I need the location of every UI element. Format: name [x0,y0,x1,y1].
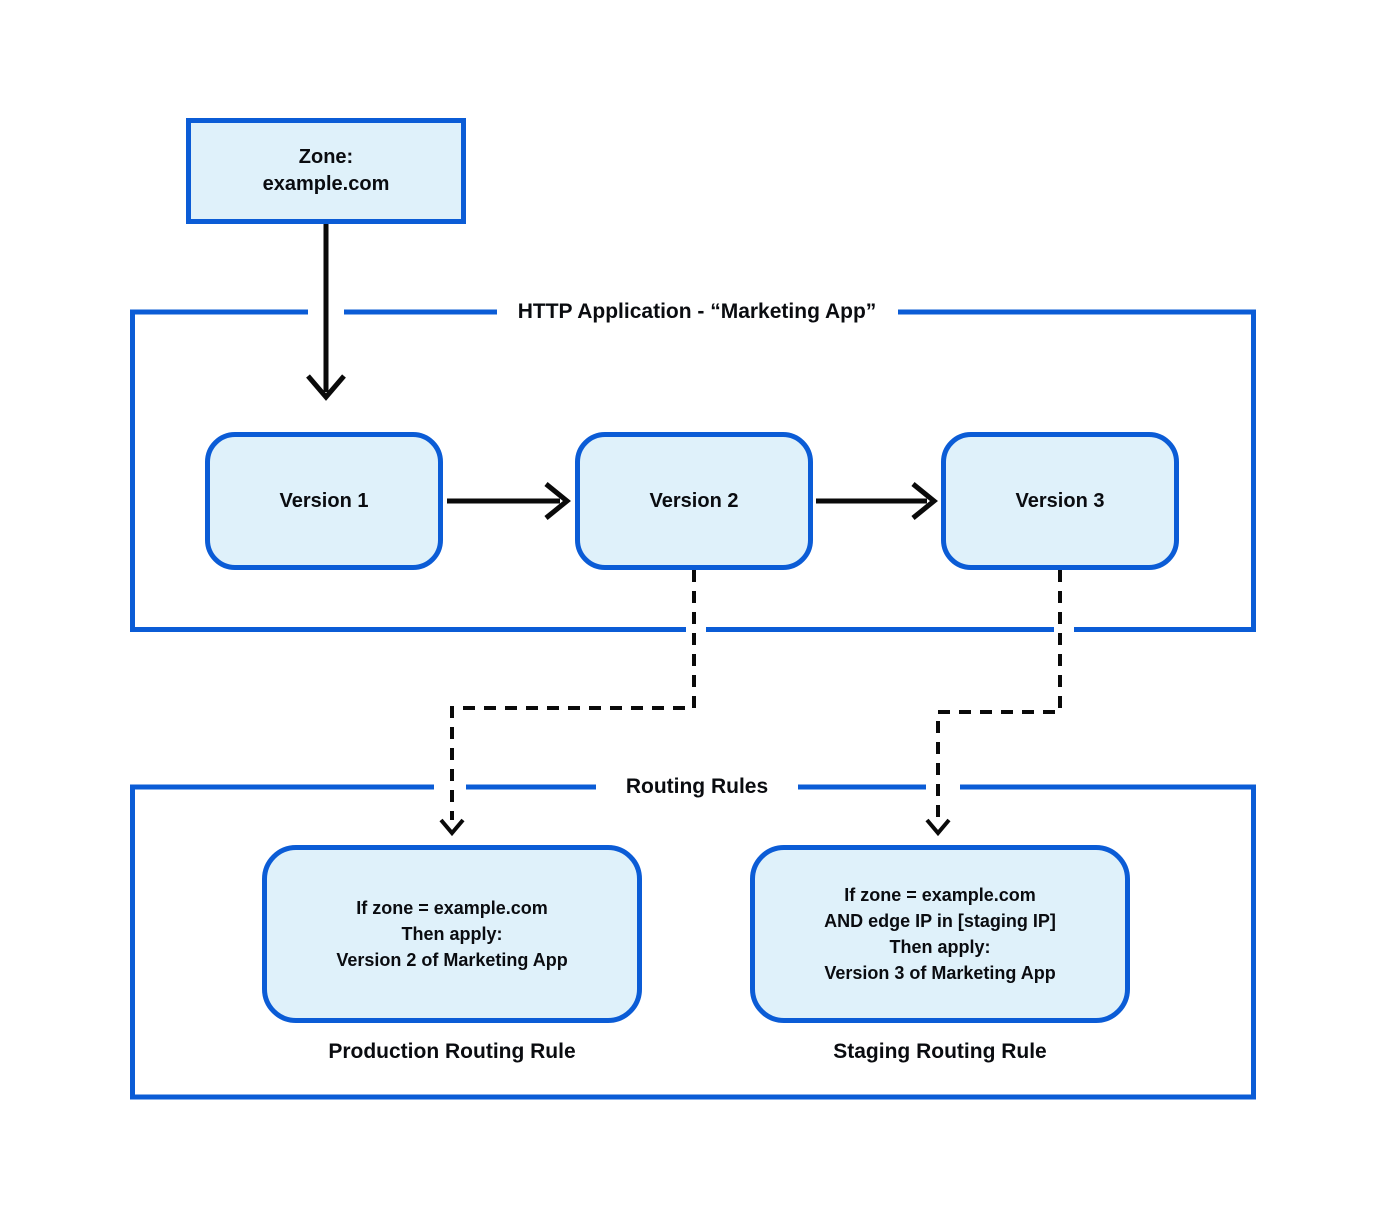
zone-box-line1: Zone: [298,146,354,168]
dashed-arrow-v2-to-production-rule [439,570,696,837]
production-rule-line3: Version 2 of Marketing App [336,950,568,970]
production-rule-box: If zone = example.com Then apply: Versio… [262,845,642,1023]
routing-rules-title: Routing Rules [625,775,769,798]
arrow-zone-to-app [306,224,346,401]
staging-rule-line1: If zone = example.com [844,885,1036,905]
arrow-v2-to-v3 [816,482,938,520]
routing-rules-container-outline [130,784,1256,1100]
staging-rule-box: If zone = example.com AND edge IP in [st… [750,845,1130,1023]
production-rule-line1: If zone = example.com [356,898,548,918]
zone-box: Zone: example.com [186,118,466,224]
staging-rule-line4: Version 3 of Marketing App [824,963,1056,983]
version-2-label: Version 2 [649,489,739,512]
staging-rule-caption: Staging Routing Rule [833,1040,1047,1063]
staging-rule-line3: Then apply: [889,937,991,957]
http-application-container-outline [130,309,1256,632]
version-1-box: Version 1 [205,432,443,570]
zone-box-line2: example.com [262,173,390,195]
production-rule-caption: Production Routing Rule [328,1040,576,1063]
version-3-box: Version 3 [941,432,1179,570]
http-application-title: HTTP Application - “Marketing App” [517,300,877,323]
staging-rule-line2: AND edge IP in [staging IP] [824,911,1056,931]
version-1-label: Version 1 [279,489,369,512]
arrow-v1-to-v2 [447,482,571,520]
dashed-arrow-v3-to-staging-rule [925,570,1062,837]
version-3-label: Version 3 [1015,489,1105,512]
production-rule-line2: Then apply: [401,924,503,944]
version-2-box: Version 2 [575,432,813,570]
